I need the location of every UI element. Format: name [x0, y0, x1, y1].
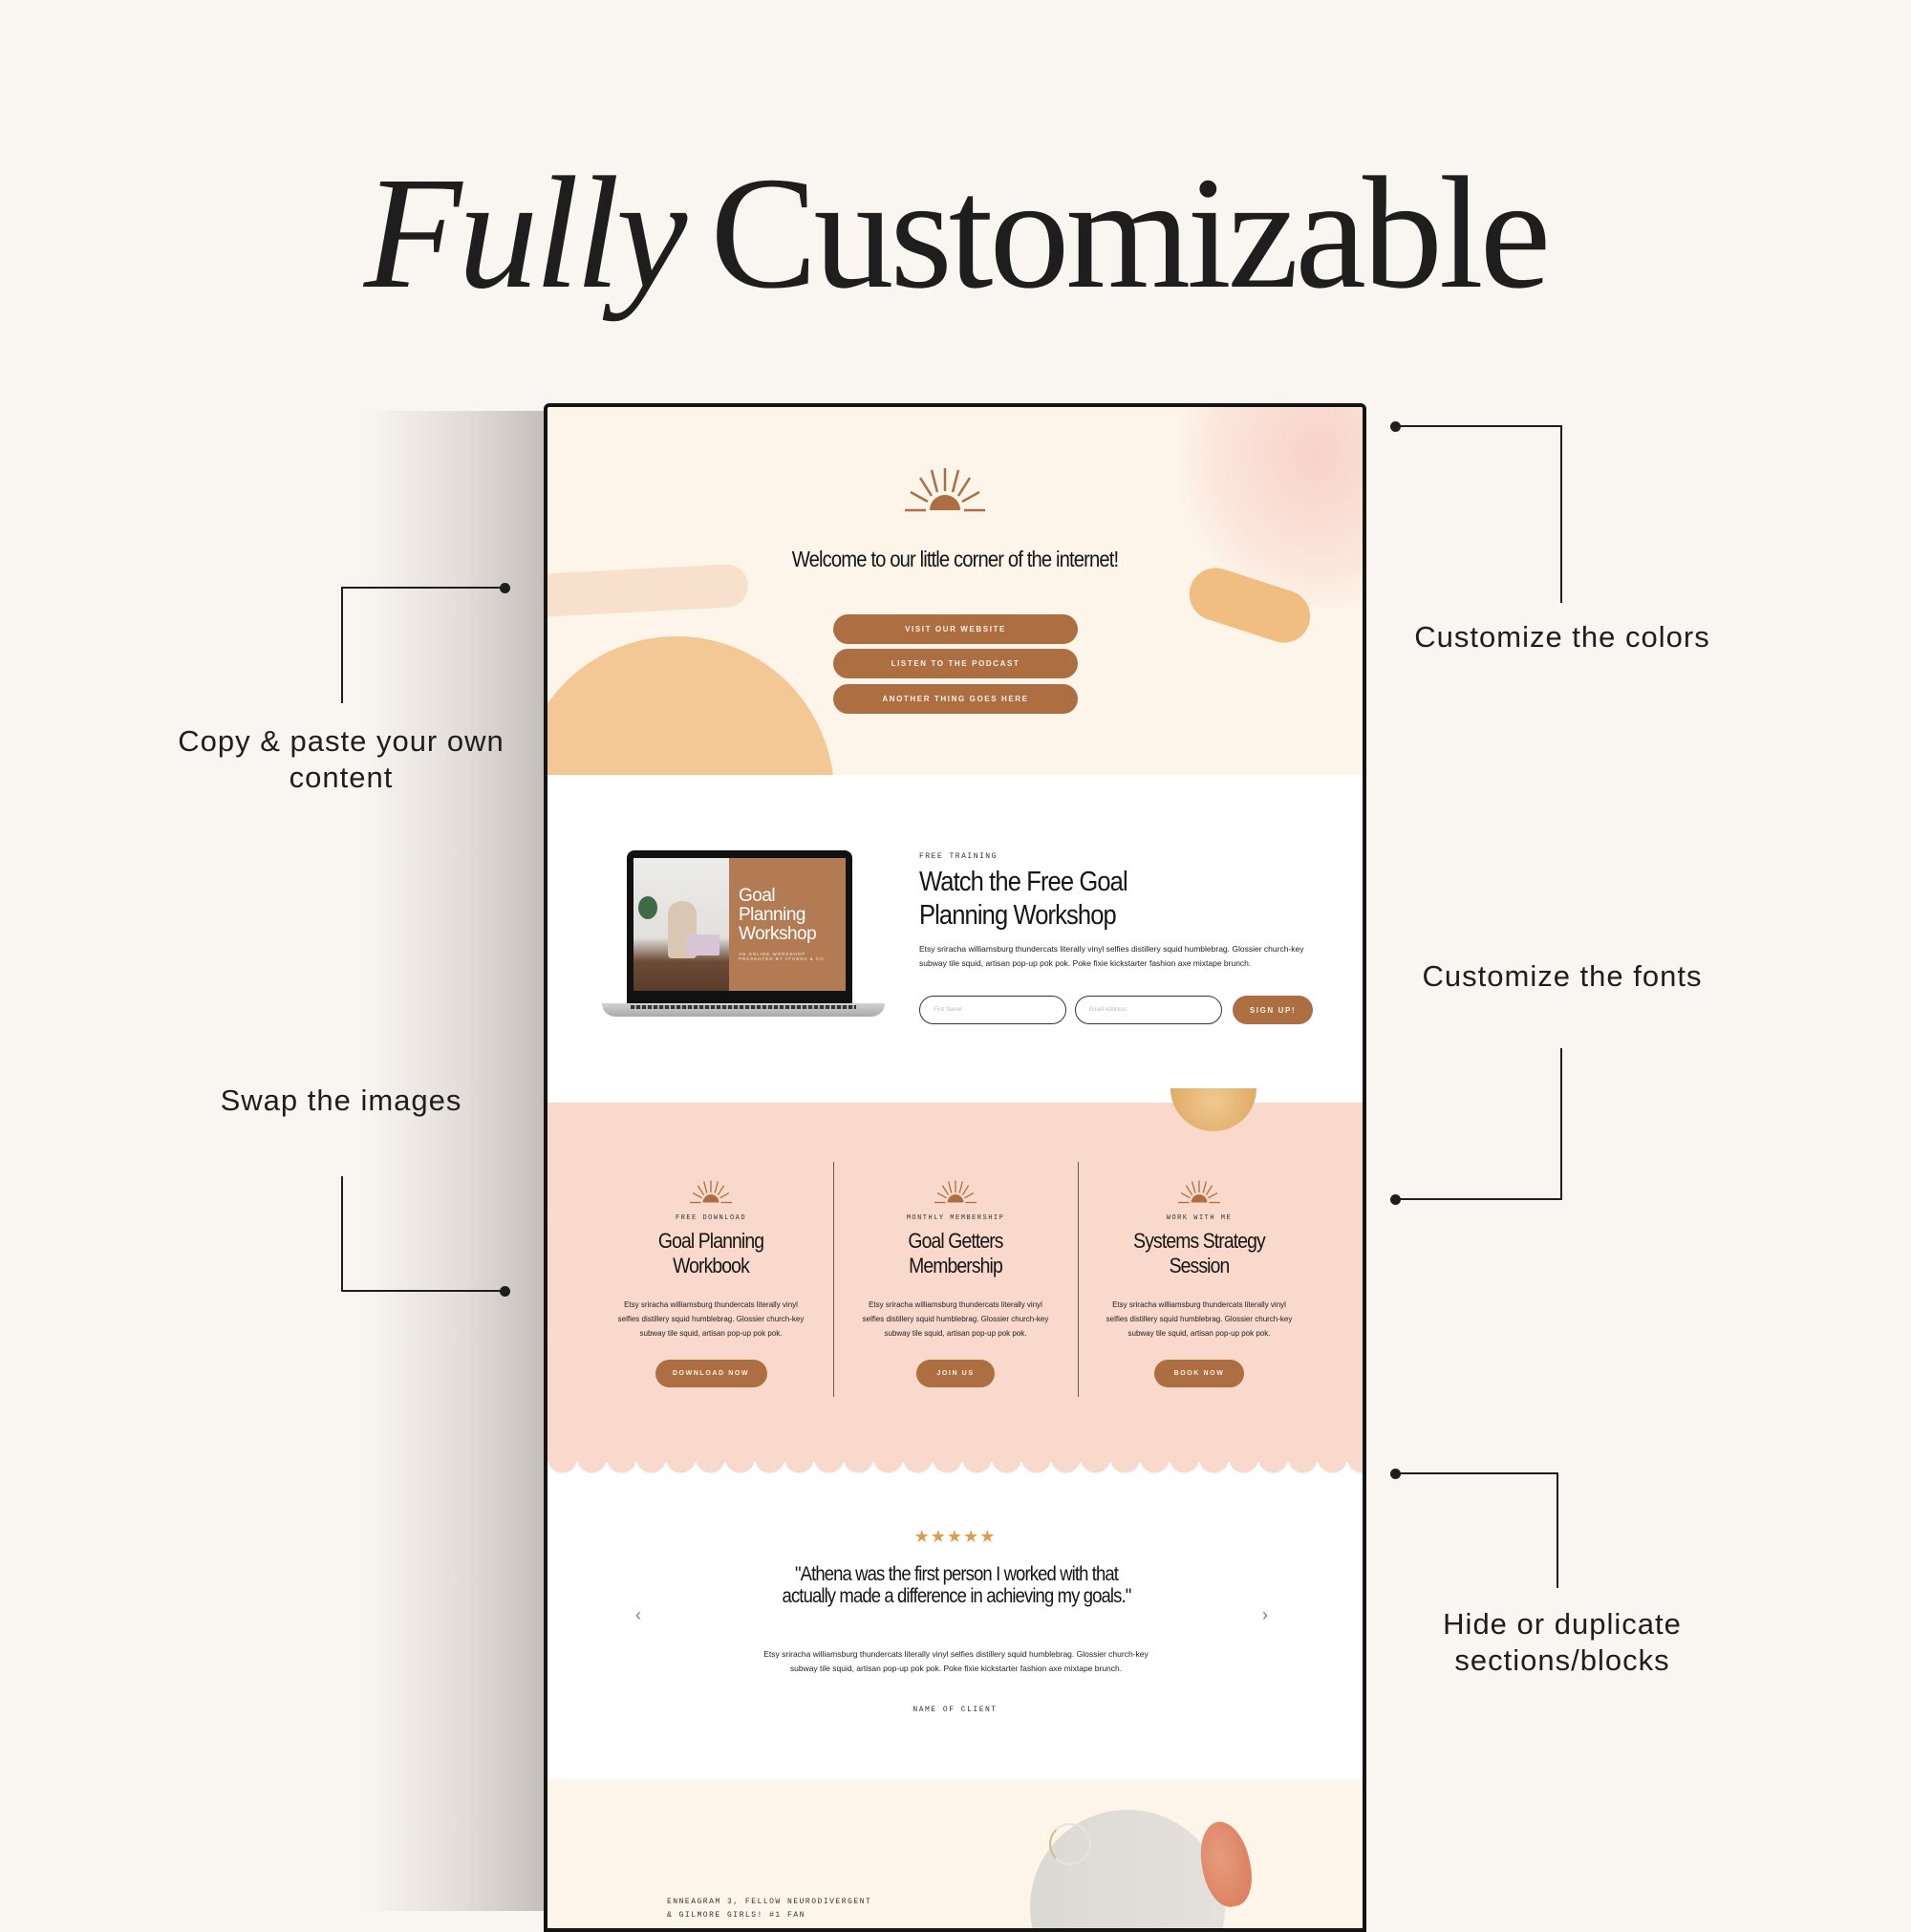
headline-italic: Fully — [363, 144, 688, 322]
client-name: Name of Client — [913, 1706, 998, 1714]
annotation-images: Swap the images — [220, 1084, 462, 1117]
connector-line — [1560, 425, 1562, 603]
sun-logo-icon — [905, 468, 985, 512]
offer-eyebrow: Work with me — [1166, 1214, 1233, 1222]
workshop-photo — [633, 858, 729, 991]
offer-title: Systems Strategy Session — [1133, 1229, 1266, 1277]
carousel-next-arrow-icon[interactable]: › — [1262, 1605, 1268, 1624]
connector-line — [341, 1290, 504, 1292]
connector-dot — [500, 1286, 510, 1297]
welcome-heading: Welcome to our little corner of the inte… — [791, 547, 1119, 571]
brush-stroke-decor — [548, 563, 750, 619]
hero-section: Welcome to our little corner of the inte… — [548, 407, 1363, 775]
training-body: Etsy sriracha williamsburg thundercats l… — [919, 944, 1304, 968]
testimonial-body: Etsy sriracha williamsburg thundercats l… — [763, 1649, 1149, 1673]
offer-button[interactable]: Join us — [916, 1360, 995, 1387]
website-preview-frame: Welcome to our little corner of the inte… — [544, 403, 1366, 1932]
offer-button[interactable]: Download now — [655, 1360, 767, 1387]
column-divider — [1078, 1162, 1079, 1397]
connector-line — [342, 587, 503, 589]
workshop-slide: Goal Planning Workshop An online worksho… — [729, 858, 846, 991]
frame-shadow — [363, 411, 545, 1911]
headline-rest: Customizable — [710, 144, 1551, 322]
first-name-input[interactable]: First Name: — [919, 996, 1066, 1024]
sign-up-button[interactable]: Sign up! — [1233, 996, 1313, 1024]
annotation-content: Copy & paste your own content — [178, 724, 505, 794]
sun-logo-icon — [1178, 1180, 1220, 1204]
annotation-fonts: Customize the fonts — [1422, 959, 1703, 993]
listen-podcast-button[interactable]: Listen to the podcast — [833, 649, 1078, 678]
orange-circle-decor — [548, 636, 834, 775]
offer-title: Goal Planning Workbook — [657, 1229, 764, 1277]
another-thing-button[interactable]: Another thing goes here — [833, 684, 1078, 714]
offer-eyebrow: Monthly Membership — [906, 1214, 1005, 1222]
annotation-colors: Customize the colors — [1414, 620, 1710, 654]
column-divider — [833, 1162, 834, 1397]
offer-body: Etsy sriracha williamsburg thundercats l… — [1106, 1300, 1293, 1338]
scallop-edge-decor — [548, 1458, 1363, 1479]
about-line-1: Enneagram 3, fellow neurodivergent — [667, 1898, 872, 1906]
connector-line — [1560, 1048, 1562, 1200]
connector-line — [1395, 1198, 1562, 1200]
training-heading: Watch the Free Goal Planning Workshop — [919, 867, 1128, 931]
sun-logo-icon — [690, 1180, 732, 1204]
connector-dot — [500, 583, 510, 593]
carousel-prev-arrow-icon[interactable]: ‹ — [635, 1605, 641, 1624]
laptop-mockup-image: Goal Planning Workshop An online worksho… — [602, 850, 885, 1032]
about-tagline: Enneagram 3, fellow neurodivergent & Gil… — [667, 1896, 871, 1922]
offer-body: Etsy sriracha williamsburg thundercats l… — [617, 1300, 805, 1338]
sun-logo-icon — [934, 1180, 977, 1204]
connector-dot — [1390, 1194, 1401, 1205]
annotation-sections: Hide or duplicate sections/blocks — [1443, 1607, 1682, 1677]
testimonial-quote: "Athena was the first person I worked wi… — [782, 1563, 1132, 1607]
connector-line — [1557, 1472, 1558, 1588]
five-star-rating-icon: ★★★★★ — [913, 1527, 997, 1546]
laptop-slide-subtitle: An online workshop presented by Athena &… — [739, 952, 827, 961]
offers-section — [548, 1103, 1363, 1462]
offer-title: Goal Getters Membership — [908, 1229, 1003, 1277]
connector-line — [341, 1176, 343, 1292]
laptop-slide-title: Goal Planning Workshop — [739, 886, 817, 944]
connector-line — [341, 587, 343, 703]
training-eyebrow: Free Training — [919, 852, 998, 861]
connector-line — [1395, 425, 1562, 427]
testimonial-section — [548, 1483, 1363, 1779]
email-input[interactable]: Email Address: — [1075, 996, 1222, 1024]
offer-eyebrow: Free Download — [675, 1214, 747, 1222]
offer-body: Etsy sriracha williamsburg thundercats l… — [862, 1300, 1049, 1338]
visit-website-button[interactable]: Visit our website — [833, 614, 1078, 644]
offer-button[interactable]: Book now — [1154, 1360, 1244, 1387]
about-line-2: & Gilmore Girls! #1 fan — [667, 1911, 805, 1920]
connector-line — [1395, 1472, 1558, 1474]
